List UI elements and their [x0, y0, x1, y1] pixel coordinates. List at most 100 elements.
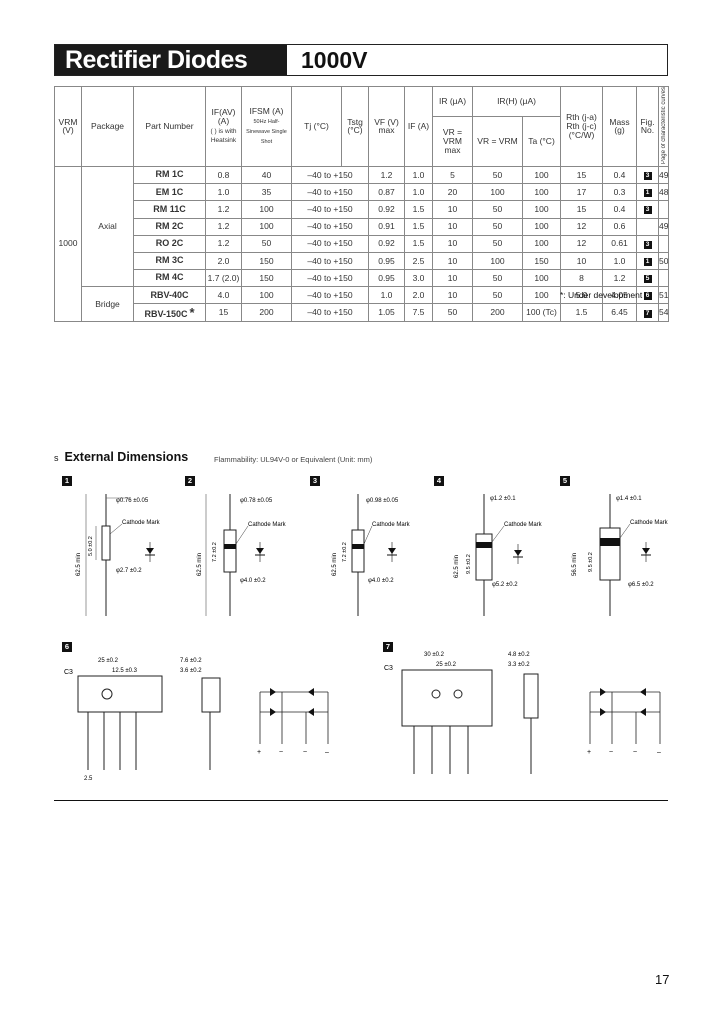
col-if: IF (A) — [404, 86, 433, 167]
figure-label-2: 2 — [185, 476, 195, 486]
f4-cathode-label: Cathode Mark — [504, 522, 543, 528]
f7-thick-dim: 4.8 ±0.2 — [508, 652, 530, 658]
cell-part: RM 4C — [133, 269, 206, 288]
cell-io: 1.0 — [205, 183, 242, 202]
col-irh: IR(H) (μA) — [471, 85, 562, 118]
part-number: EM 1C — [155, 186, 184, 197]
part-number: RO 2C — [155, 238, 184, 249]
f5-length-dim: 56.5 min — [572, 553, 578, 576]
cell-page: 48 — [658, 183, 670, 202]
cell-ir: 10 — [432, 269, 473, 288]
cell-rth: 8 — [560, 269, 604, 288]
cell-part: RM 3C — [133, 251, 206, 271]
cell-ir: 10 — [432, 286, 473, 305]
fig-number-box: 3 — [643, 240, 652, 249]
cell-ta: 100 — [521, 165, 562, 185]
cell-mass: 1.0 — [602, 251, 638, 271]
f6-chamfer: C3 — [64, 669, 73, 676]
cell-tj-tstg: –40 to +150 — [291, 286, 369, 305]
cell-irh: 200 — [472, 303, 523, 322]
cell-io: 1.2 — [205, 217, 242, 236]
f3-dia-dim: φ4.0 ±0.2 — [368, 578, 394, 584]
cell-if: 2.0 — [404, 286, 433, 305]
cell-vf: 0.87 — [368, 183, 405, 202]
cell-irh: 50 — [472, 234, 523, 253]
f2-dia-dim: φ4.0 ±0.2 — [240, 578, 266, 584]
cell-tj-tstg: –40 to +150 — [291, 303, 369, 322]
col-ifsm: IFSM (A)50Hz Half-Sinewave Single Shot — [241, 86, 292, 167]
cell-if: 1.5 — [404, 200, 433, 219]
f7-width2-dim: 25 ±0.2 — [436, 662, 457, 668]
f1-cathode-label: Cathode Mark — [122, 520, 161, 526]
cell-vf: 1.0 — [368, 286, 405, 305]
cell-ir: 10 — [432, 234, 473, 253]
cell-ifsm: 40 — [241, 165, 292, 185]
cell-rth: 1.5 — [560, 303, 604, 322]
cell-page: 51 — [658, 286, 670, 305]
fig-number-box: 5 — [643, 275, 652, 284]
cell-tj-tstg: –40 to +150 — [291, 165, 369, 185]
col-irh-cond: VR = VRM — [472, 116, 523, 167]
cell-irh: 50 — [472, 217, 523, 236]
cell-page — [658, 200, 670, 219]
voltage-class: 1000V — [301, 47, 368, 73]
f2-cathode-label: Cathode Mark — [248, 522, 287, 528]
f6-pin-ac2: ~ — [303, 749, 307, 756]
col-part: Part Number — [133, 86, 206, 167]
f6-width2-dim: 12.5 ±0.3 — [112, 668, 138, 674]
figure-label-6: 6 — [62, 642, 72, 652]
title-bar: Rectifier Diodes 1000V — [54, 44, 668, 76]
fig-number-box: 7 — [643, 309, 652, 318]
cell-io: 1.7 (2.0) — [205, 269, 242, 288]
f4-dia-dim: φ5.2 ±0.2 — [492, 582, 518, 588]
cell-page: 54 — [658, 303, 670, 322]
f7-width-dim: 30 ±0.2 — [424, 652, 445, 658]
part-number: RM 11C — [153, 203, 186, 214]
part-number: RM 4C — [155, 272, 184, 283]
section-subtitle: Flammability: UL94V-0 or Equivalent (Uni… — [214, 455, 373, 464]
figure-2-drawing: φ0.78 ±0.05 62.5 min 7.2 ±0.2 Cathode Ma… — [197, 494, 287, 616]
part-number: RM 1C — [155, 169, 184, 180]
f2-length-dim: 62.5 min — [197, 553, 203, 576]
cell-ta: 100 (Tc) — [521, 303, 562, 322]
cell-ta: 150 — [521, 251, 562, 271]
page-title: Rectifier Diodes — [55, 45, 287, 75]
f7-chamfer: C3 — [384, 665, 393, 672]
cell-if: 1.5 — [404, 217, 433, 236]
cell-vf: 0.95 — [368, 269, 405, 288]
cell-irh: 50 — [472, 269, 523, 288]
spec-table: VRM (V) Package Part Number IF(AV) (A)( … — [54, 85, 670, 322]
f5-body-dim: 9.5 ±0.2 — [588, 552, 594, 572]
cell-mass: 0.61 — [602, 234, 638, 253]
cell-vrm: 1000 — [54, 165, 82, 322]
cell-if: 1.5 — [404, 234, 433, 253]
col-ta: Ta (°C) — [521, 116, 562, 167]
figure-4-drawing: φ1.2 ±0.1 62.5 min 9.5 ±0.2 Cathode Mark… — [454, 494, 543, 616]
cell-tj-tstg: –40 to +150 — [291, 183, 369, 202]
figure-7-drawing: 30 ±0.2 25 ±0.2 C3 4.8 ±0.2 3.3 ±0.2 + ~… — [384, 652, 661, 774]
col-rth: Rth (j-a) Rth (j-c) (°C/W) — [560, 86, 604, 167]
cell-io: 4.0 — [205, 286, 242, 305]
col-vf: VF (V)max — [368, 86, 405, 167]
f1-length-dim: 62.5 min — [76, 553, 82, 576]
col-ir: IR (μA) — [432, 85, 473, 118]
f7-pin-plus: + — [587, 749, 591, 756]
figure-3-drawing: φ0.98 ±0.05 62.5 min 7.2 ±0.2 Cathode Ma… — [332, 494, 411, 616]
cell-if: 3.0 — [404, 269, 433, 288]
col-tstg: Tstg (°C) — [341, 86, 369, 167]
f6-pin-plus: + — [257, 749, 261, 756]
page-number: 17 — [655, 972, 670, 987]
cell-io: 0.8 — [205, 165, 242, 185]
cell-fig: 1 — [636, 183, 660, 202]
cell-fig: 1 — [636, 251, 660, 271]
cell-ta: 100 — [521, 183, 562, 202]
cell-vf: 0.95 — [368, 251, 405, 271]
cell-fig: 3 — [636, 165, 660, 185]
figure-6-drawing: 25 ±0.2 12.5 ±0.3 C3 2.5 7.6 ±0.2 3.6 ±0… — [64, 658, 329, 782]
cell-tj-tstg: –40 to +150 — [291, 234, 369, 253]
cell-mass: 1.2 — [602, 269, 638, 288]
cell-part: RBV-40C — [133, 286, 206, 305]
cell-part: RO 2C — [133, 234, 206, 253]
